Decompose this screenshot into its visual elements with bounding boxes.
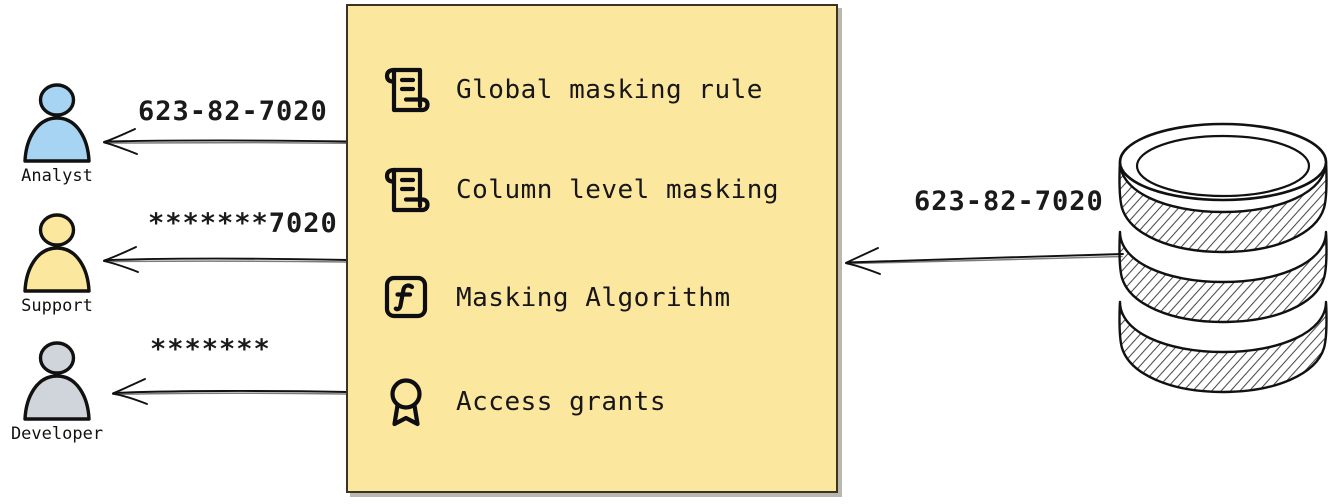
arrow-left-icon [103,246,349,273]
flow-source: 623-82-7020 [840,186,1125,276]
actor-analyst[interactable]: Analyst [2,82,112,186]
actor-label-analyst: Analyst [21,166,93,186]
person-icon [23,213,91,293]
policy-row-column-level-masking[interactable]: Column level masking [382,164,779,216]
scroll-icon [384,67,430,113]
policy-row-access-grants[interactable]: Access grants [382,376,666,428]
policy-label: Access grants [456,387,666,417]
actor-support[interactable]: Support [2,212,112,316]
policy-label: Global masking rule [456,75,763,105]
actor-label-developer: Developer [10,424,104,444]
policy-row-global-masking-rule[interactable]: Global masking rule [382,64,763,116]
person-icon [23,341,91,421]
policy-box: Global masking rule Column level masking [346,4,838,493]
award-icon [390,378,422,427]
value-source: 623-82-7020 [914,186,1104,217]
arrow-left-icon [845,247,1124,275]
person-icon [23,83,91,163]
value-developer: ******* [150,334,271,365]
actor-label-support: Support [21,296,93,316]
flow-analyst: 623-82-7020 [100,96,350,156]
arrow-left-icon [112,378,349,405]
flow-support: *******7020 [100,208,350,274]
value-support: *******7020 [148,208,338,239]
function-icon [384,275,428,319]
policy-label: Masking Algorithm [456,283,731,313]
database-icon[interactable] [1110,116,1336,402]
scroll-icon [384,167,430,213]
value-analyst: 623-82-7020 [138,96,328,127]
flow-developer: ******* [100,334,350,406]
policy-row-masking-algorithm[interactable]: Masking Algorithm [382,272,731,324]
actor-developer[interactable]: Developer [2,340,112,444]
policy-label: Column level masking [456,175,780,205]
arrow-left-icon [103,128,349,155]
